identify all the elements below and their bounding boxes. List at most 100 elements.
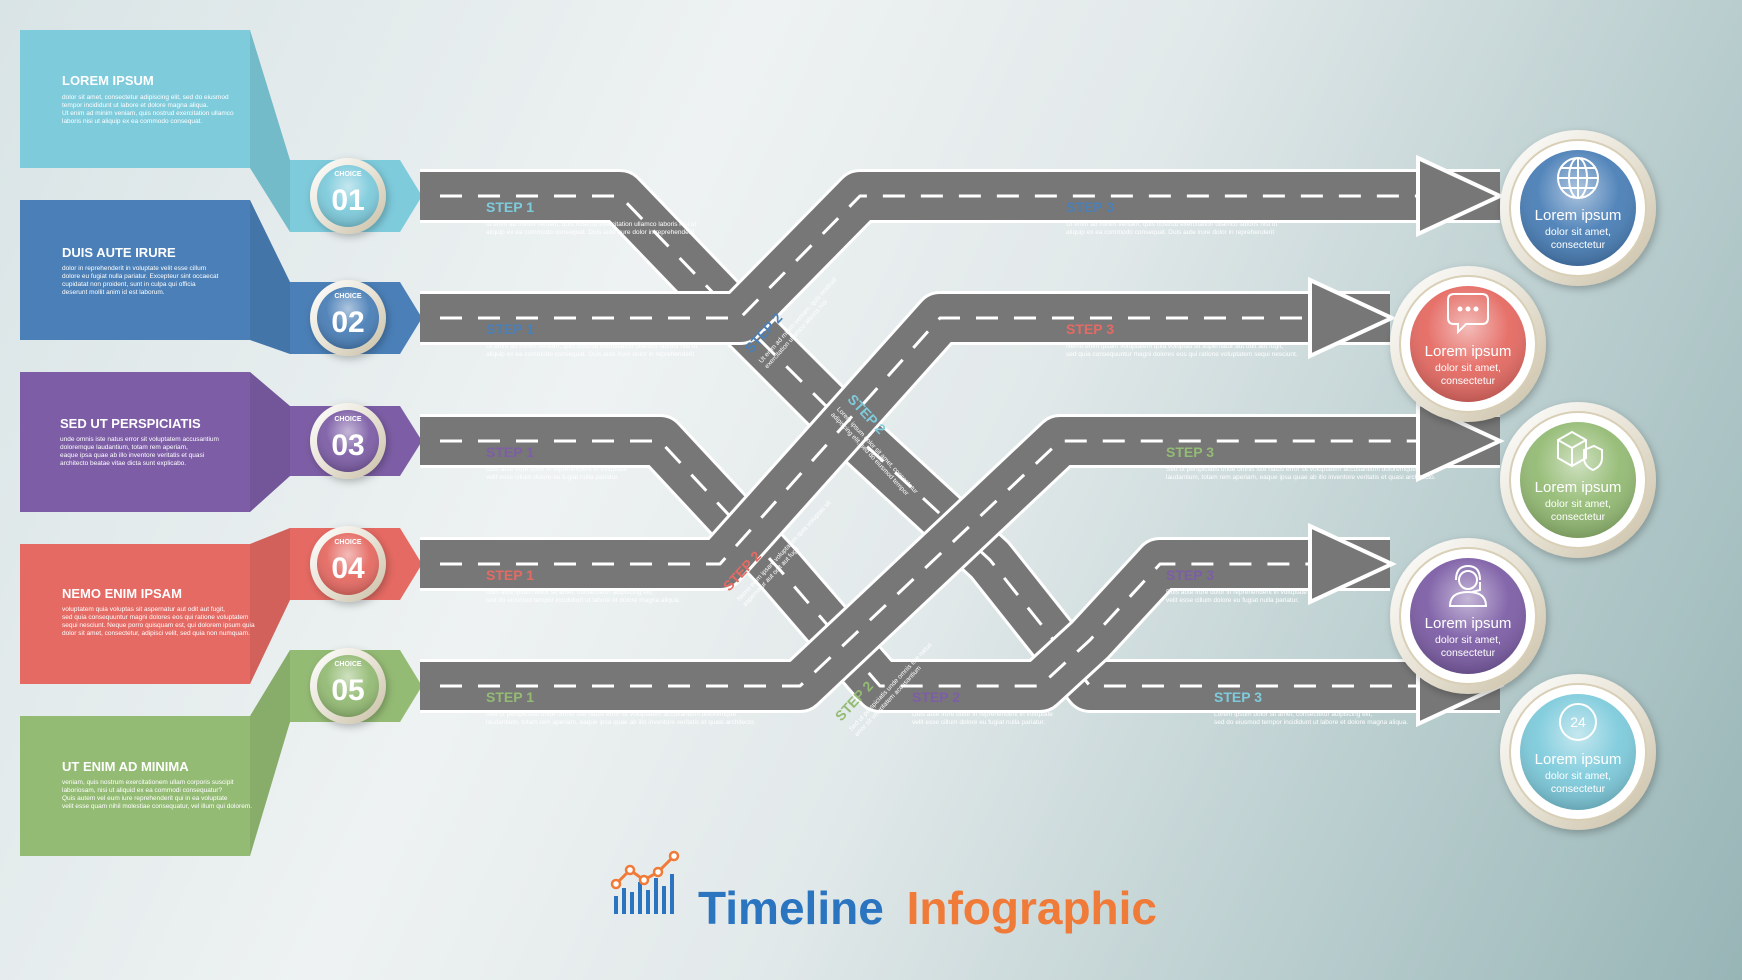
panel-2-body-line-3: cupidatat non proident, sunt in culpa qu… [62, 281, 196, 288]
endpoint-line-2: consectetur [1551, 783, 1606, 795]
badge-choice-label: CHOICE [334, 539, 362, 546]
step-11: STEP 3 Ut enim ad minim veniam, quis nost… [1066, 199, 1278, 236]
step-12: STEP 3 Nemo enim ipsam voluptatem quia vo… [1066, 321, 1298, 358]
road-2 [420, 169, 1500, 345]
endpoint-line-1: dolor sit amet, [1545, 770, 1611, 782]
step-body-line-1: Ut enim ad minim veniam, quis nostrud ex… [1066, 221, 1278, 228]
panel-3-shape [20, 372, 400, 512]
endpoint-title: Lorem ipsum [1535, 751, 1622, 768]
step-body-line-2: velit esse cillum dolore eu fugiat nulla… [486, 474, 619, 481]
step-label: STEP 1 [486, 444, 534, 460]
svg-text:Timeline Infographic: Timeline Infographic [698, 882, 1157, 934]
step-2: STEP 1Ut enim ad minim veniam, quis nost… [486, 321, 698, 358]
step-label: STEP 3 [1066, 199, 1114, 215]
step-body-line-2: sed do eiusmod tempor incididunt ut labo… [1214, 719, 1408, 726]
panel-5: UT ENIM AD MINIMA veniam, quis nostrum e… [20, 650, 400, 856]
panel-5-body-line-2: laboriosam, nisi ut aliquid ex ea commod… [62, 787, 222, 794]
arrow-head-4 [1308, 522, 1397, 606]
badge-choice-label: CHOICE [334, 171, 362, 178]
badge-number: 05 [331, 674, 364, 707]
step-14: STEP 3 Duis aute irure dolor in reprehend… [1166, 567, 1307, 604]
step-body-line-1: Nemo enim ipsam voluptatem quia voluptas… [1066, 343, 1283, 350]
panel-3-body-line-2: doloremque laudantium, totam rem aperiam… [60, 444, 188, 451]
step-body-line-1: Duis aute irure dolor in reprehenderit i… [912, 711, 1053, 718]
step-body-line-1: Ut enim ad minim veniam, quis nostrud ex… [486, 343, 698, 350]
badge-choice-label: CHOICE [334, 661, 362, 668]
step-body-line-1: Sed ut perspiciatis unde omnis iste natu… [1166, 466, 1416, 473]
step-label: STEP 3 [1166, 567, 1214, 583]
step-body-line-2: sed do eiusmod tempor incididunt ut labo… [486, 597, 680, 604]
step-labels: STEP 1ut enim ad minim veniam, quis nost… [486, 199, 1436, 738]
panel-1-body-line-2: tempor incididunt ut labore et dolore ma… [62, 102, 209, 109]
step-label: STEP 2 [912, 689, 960, 705]
step-body-line-1: Duis aute ipsum dolor sit amet, consecte… [486, 589, 653, 596]
step-1: STEP 1ut enim ad minim veniam, quis nost… [486, 199, 696, 236]
panel-3-body-line-1: unde omnis iste natus error sit voluptat… [60, 436, 219, 443]
step-label: STEP 3 [1214, 689, 1262, 705]
svg-text:24: 24 [1570, 714, 1586, 730]
headset-agent-icon [1448, 564, 1488, 607]
brand-word-timeline: Timeline [698, 882, 884, 934]
step-label: STEP 1 [486, 199, 534, 215]
step-body-line-1: Duis aute irure dolor in reprehenderit i… [1166, 589, 1307, 596]
endpoint-4: Lorem ipsum dolor sit amet,consectetur [1390, 538, 1546, 694]
globe-icon [1557, 157, 1599, 199]
endpoint-line-2: consectetur [1441, 647, 1496, 659]
panel-3-body-line-3: eaque ipsa quae ab illo inventore verita… [60, 452, 204, 459]
step-label: STEP 1 [486, 689, 534, 705]
step-body-line-2: sed quia consequuntur magni dolores eos … [1066, 351, 1298, 358]
left-panels: LOREM IPSUM dolor sit amet, consectetur … [20, 30, 422, 856]
step-body-line-2: velit esse cillum dolore eu fugiat nulla… [912, 719, 1045, 726]
panel-4-shape [20, 528, 400, 684]
road-4 [420, 291, 1390, 591]
panel-5-body-line-3: Quis autem vel eum iure reprehenderit qu… [62, 795, 228, 802]
panel-2-title: DUIS AUTE IRURE [62, 245, 176, 260]
panel-4-body-line-4: dolor sit amet, consectetur, adipisci ve… [62, 630, 250, 637]
panel-4-body-line-3: sequi nesciunt. Neque porro quisquam est… [62, 622, 255, 629]
panel-5-body-line-4: velit esse quam nihil molestiae consequa… [62, 803, 252, 810]
step-body-line-1: Lorem ipsum dolor sit amet, consectetur … [1214, 711, 1372, 718]
step-label: STEP 3 [1066, 321, 1114, 337]
panel-5-shape [20, 650, 400, 856]
road-5 [420, 414, 1500, 713]
step-body-line-1: Duis aute irure dolor in reprehenderit i… [486, 466, 627, 473]
panel-4-body-line-1: voluptatem quia voluptas sit aspernatur … [62, 606, 225, 613]
panel-1: LOREM IPSUM dolor sit amet, consectetur … [20, 30, 400, 232]
box-shield-icon [1557, 430, 1603, 472]
step-body-line-2: aliquip ex ea commodo consequat. Duis au… [486, 351, 694, 358]
brand-word-infographic: Infographic [907, 882, 1157, 934]
endpoint-line-2: consectetur [1551, 239, 1606, 251]
step-body-line-2: aliquip ex ea commodo consequat. Duis au… [486, 229, 694, 236]
road-3 [420, 414, 1390, 713]
chat-bubble-icon [1447, 293, 1489, 335]
endpoint-title: Lorem ipsum [1425, 615, 1512, 632]
step-3: STEP 1 Duis aute irure dolor in reprehend… [486, 444, 627, 481]
chart-growth-icon [610, 850, 680, 914]
step-body-line-1: Sed ut perspiciatis unde omnis iste natu… [486, 711, 736, 718]
panel-1-body-line-1: dolor sit amet, consectetur adipiscing e… [62, 94, 229, 101]
24-hour-phone-icon: 24 [1559, 703, 1597, 741]
arrow-head-3 [1416, 399, 1505, 483]
brand-title: Timeline Infographic [610, 850, 1157, 934]
panel-1-shape [20, 30, 400, 232]
panel-3-title: SED UT PERSPICIATIS [60, 416, 201, 431]
panel-4: NEMO ENIM IPSAM voluptatem quia voluptas… [20, 528, 400, 684]
endpoint-title: Lorem ipsum [1535, 207, 1622, 224]
panel-5-body-line-1: veniam, quis nostrum exercitationem ulla… [62, 779, 234, 786]
panel-5-title: UT ENIM AD MINIMA [62, 759, 189, 774]
panel-4-title: NEMO ENIM IPSAM [62, 586, 182, 601]
arrow-head-2 [1308, 276, 1397, 360]
panel-2: DUIS AUTE IRURE dolor in reprehenderit i… [20, 200, 400, 354]
panel-3: SED UT PERSPICIATIS unde omnis iste natu… [20, 372, 400, 512]
endpoint-line-1: dolor sit amet, [1435, 634, 1501, 646]
panel-1-body-line-3: Ut enim ad minim veniam, quis nostrud ex… [62, 110, 234, 117]
